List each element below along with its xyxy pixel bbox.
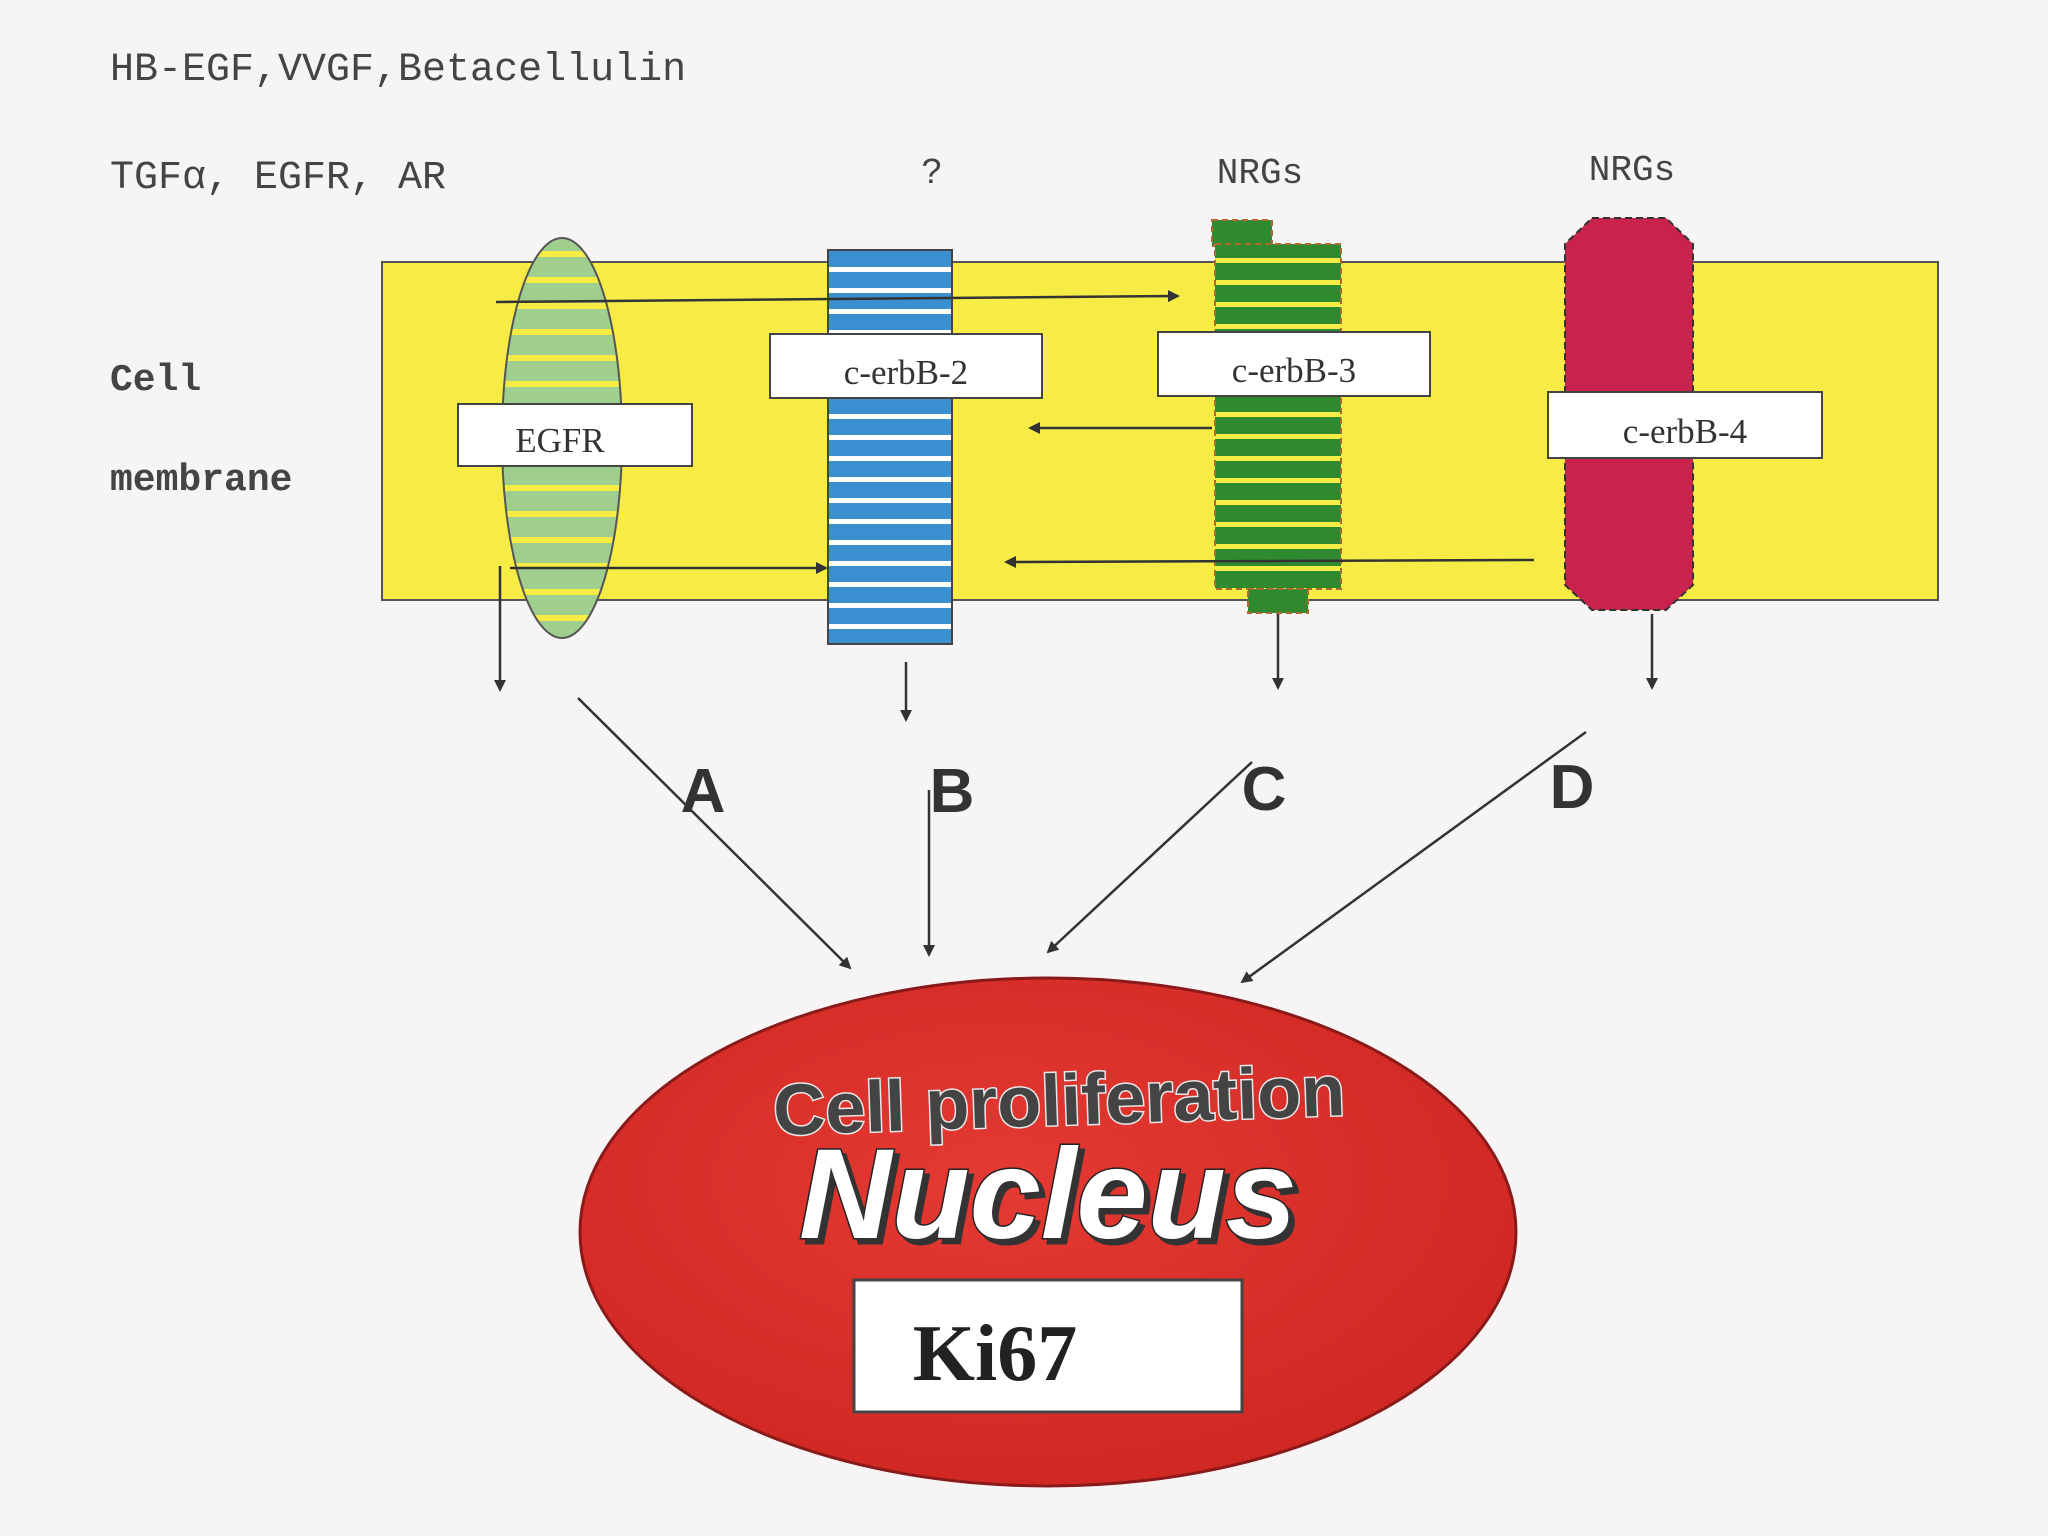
- arrow-egfr-to-erbb3: [495, 290, 1180, 304]
- dimerization-arrows: [495, 290, 1535, 574]
- pathway-label-b: B: [930, 757, 975, 826]
- erbb2-label-box: [769, 333, 1043, 399]
- erbb2-ligand-label: ?: [921, 153, 943, 194]
- membrane-label-line-1: Cell: [110, 359, 201, 402]
- arrow-path-d: [1240, 730, 1587, 984]
- arrow-path-a: [577, 697, 852, 970]
- arrow-path-c: [1046, 761, 1253, 954]
- nucleus-title: Nucleus: [799, 1123, 1297, 1266]
- erbb3-receptor: [1211, 219, 1342, 614]
- erbb2-receptor: [827, 249, 953, 645]
- erbb2-label: c-erbB-2: [844, 353, 968, 392]
- pathway-label-a: A: [681, 757, 726, 826]
- erbb3-label: c-erbB-3: [1232, 351, 1356, 390]
- nucleus: [578, 976, 1518, 1488]
- signal-arrows: [494, 566, 1658, 984]
- erbb4-label: c-erbB-4: [1623, 412, 1747, 451]
- ligand-line-2: TGFα, EGFR, AR: [110, 156, 446, 201]
- erbb3-label-box: [1157, 331, 1431, 397]
- erbb4-ligand-label: NRGs: [1589, 150, 1675, 191]
- pathway-label-c: C: [1242, 755, 1287, 824]
- membrane-label-line-2: membrane: [110, 459, 292, 502]
- erbb4-label-box: [1547, 391, 1823, 459]
- ki67-label: Ki67: [913, 1310, 1077, 1398]
- erbb3-ligand-label: NRGs: [1217, 153, 1303, 194]
- egfr-label: EGFR: [515, 421, 605, 460]
- arrow-erbb4-to-erbb2: [1004, 555, 1535, 568]
- ki67-box: [852, 1278, 1244, 1414]
- ligand-line-1: HB-EGF,VVGF,Betacellulin: [110, 48, 686, 93]
- pathway-label-d: D: [1550, 753, 1595, 822]
- egfr-label-box: [457, 403, 693, 467]
